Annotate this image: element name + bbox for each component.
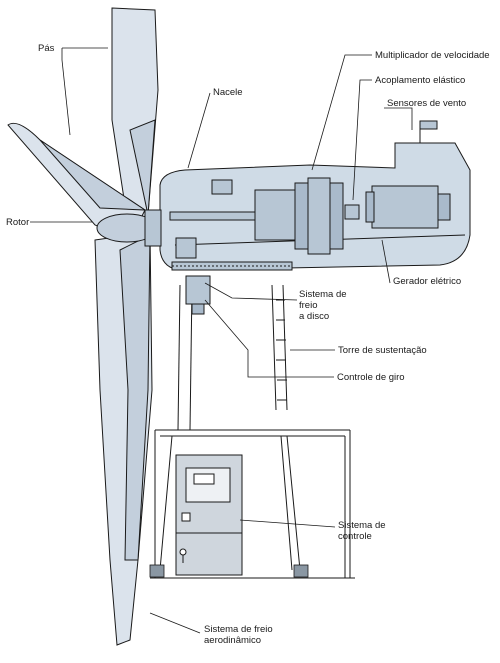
label-acoplamento: Acoplamento elástico (375, 75, 466, 86)
label-freio-disco: Sistema de freio a disco (299, 289, 347, 322)
label-freio-aero-line1: Sistema de freio (204, 624, 273, 635)
blades (7, 7, 159, 646)
tower-feet (149, 564, 309, 578)
control-cabinet (175, 454, 243, 576)
label-giro: Controle de giro (337, 372, 405, 383)
label-freio-aero: Sistema de freio aerodinâmico (204, 624, 273, 646)
tower (150, 284, 355, 579)
label-sensores: Sensores de vento (387, 98, 467, 109)
label-pas: Pás (38, 43, 55, 54)
leader-lines (30, 47, 413, 634)
label-rotor: Rotor (6, 217, 30, 228)
label-freio-disco-line1: Sistema de (299, 289, 347, 300)
label-multiplicador: Multiplicador de velocidade (375, 50, 490, 61)
wind-sensor (419, 120, 438, 143)
label-controle-line2: controle (338, 531, 372, 542)
rotor-hub (96, 209, 162, 247)
nacelle (159, 142, 471, 315)
label-controle-line1: Sistema de (338, 520, 386, 531)
label-freio-disco-line2: freio (299, 300, 318, 311)
label-gerador: Gerador elétrico (393, 276, 462, 287)
label-freio-disco-line3: a disco (299, 311, 330, 322)
label-nacele: Nacele (213, 87, 243, 98)
label-freio-aero-line2: aerodinâmico (204, 635, 262, 646)
label-torre: Torre de sustentação (338, 345, 427, 356)
label-controle: Sistema de controle (338, 520, 386, 542)
